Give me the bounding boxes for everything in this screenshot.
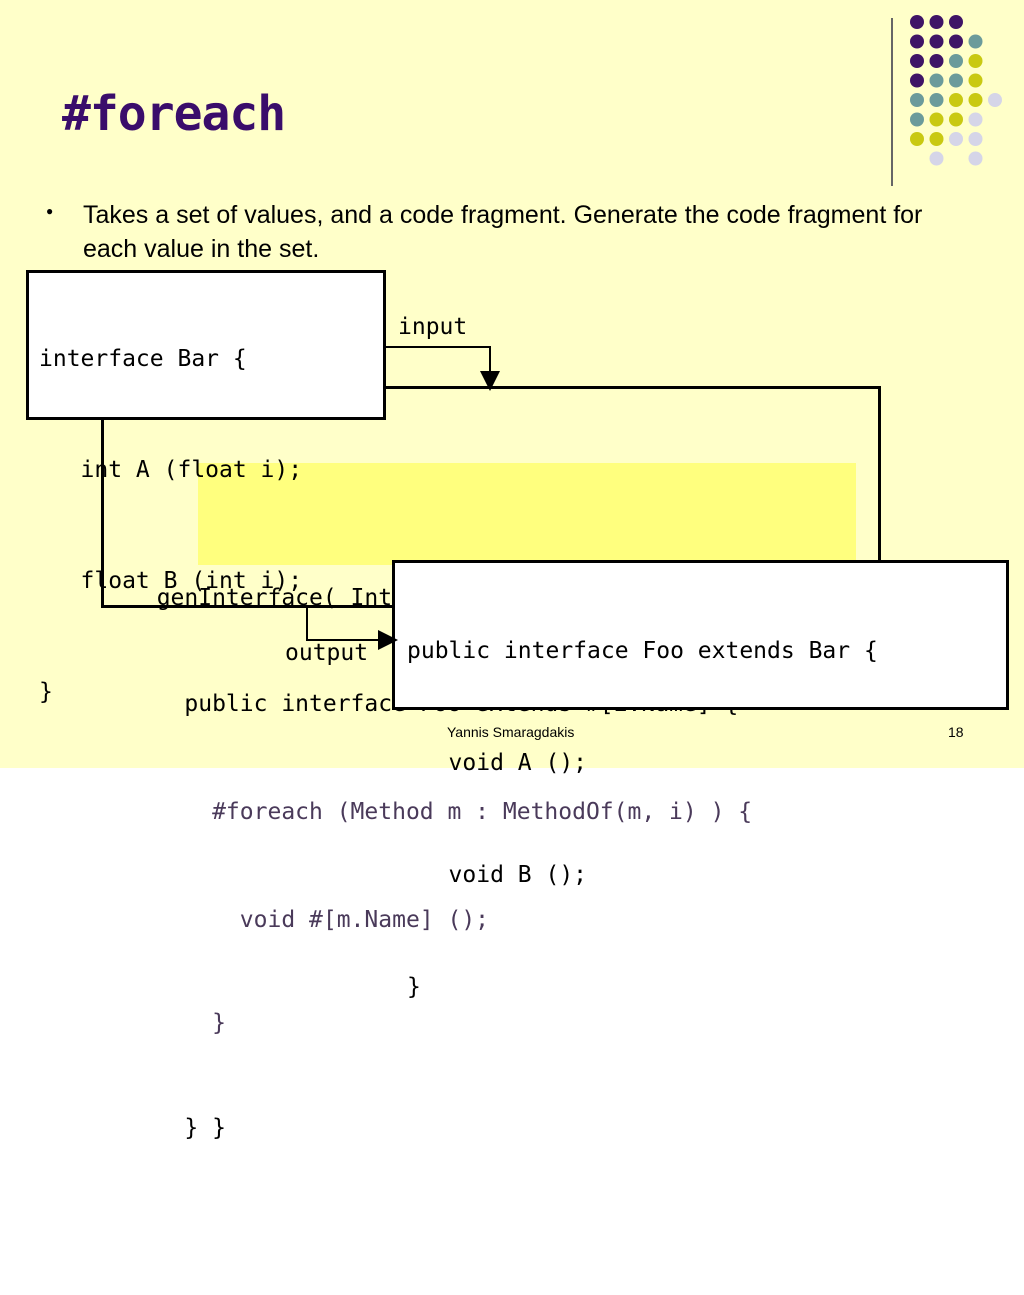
decorative-dot xyxy=(968,34,983,49)
decorative-dot xyxy=(929,151,944,166)
bullet-icon: ● xyxy=(46,204,54,218)
input-arrow xyxy=(386,346,500,391)
decorative-dot xyxy=(949,132,963,146)
decorative-dot xyxy=(968,73,983,88)
input-line: float B (int i); xyxy=(39,568,303,594)
decorative-dot xyxy=(910,34,924,49)
decorative-dot xyxy=(949,15,963,29)
decorative-dot xyxy=(968,54,983,68)
input-line: } xyxy=(39,679,53,705)
output-line: void A (); xyxy=(407,750,588,776)
decorative-dot xyxy=(968,93,983,107)
divider-line xyxy=(891,18,893,186)
decorative-dot xyxy=(949,112,963,127)
slide: #foreach ● Takes a set of values, and a … xyxy=(0,0,1024,1141)
output-line: public interface Foo extends Bar { xyxy=(407,638,878,664)
output-line: } xyxy=(407,974,421,1000)
decorative-dot-grid xyxy=(910,15,1002,166)
decorative-dot xyxy=(929,34,944,49)
decorative-dot xyxy=(949,73,963,88)
template-line-foreach: #foreach (Method m : MethodOf(m, i) ) { xyxy=(129,799,753,825)
decorative-dot xyxy=(949,93,963,107)
decorative-dot xyxy=(929,93,944,107)
output-label: output xyxy=(285,640,369,666)
template-line: void #[m.Name] (); xyxy=(129,907,490,933)
decorative-dot xyxy=(929,54,944,68)
input-line: int A (float i); xyxy=(39,457,303,483)
decorative-dot xyxy=(929,73,944,88)
decorative-dot xyxy=(929,132,944,146)
decorative-dot xyxy=(929,112,944,127)
decorative-dot xyxy=(910,132,924,146)
decorative-dot xyxy=(968,112,983,127)
foreach-highlight xyxy=(198,463,856,565)
decorative-dot xyxy=(910,73,924,88)
decorative-dot xyxy=(929,15,944,29)
template-line: } } xyxy=(129,1115,226,1141)
decorative-dot xyxy=(910,93,924,107)
page-number: 18 xyxy=(948,724,964,740)
decorative-dot xyxy=(910,112,924,127)
decorative-dot xyxy=(968,132,983,146)
decorative-dot xyxy=(910,54,924,68)
output-line: void B (); xyxy=(407,862,588,888)
input-code-box: interface Bar { int A (float i); float B… xyxy=(26,270,386,705)
decorative-dot xyxy=(949,34,963,49)
output-code-box: public interface Foo extends Bar { void … xyxy=(392,560,1009,1000)
template-line: } xyxy=(129,1010,226,1036)
footer-author: Yannis Smaragdakis xyxy=(447,724,575,740)
decorative-dot xyxy=(910,15,924,29)
input-line: interface Bar { xyxy=(39,346,247,372)
slide-title: #foreach xyxy=(62,86,286,142)
bullet-text: Takes a set of values, and a code fragme… xyxy=(83,201,923,263)
decorative-dot xyxy=(968,151,983,166)
decorative-dot xyxy=(949,54,963,68)
input-label: input xyxy=(398,314,468,340)
decorative-dot xyxy=(988,93,1002,107)
